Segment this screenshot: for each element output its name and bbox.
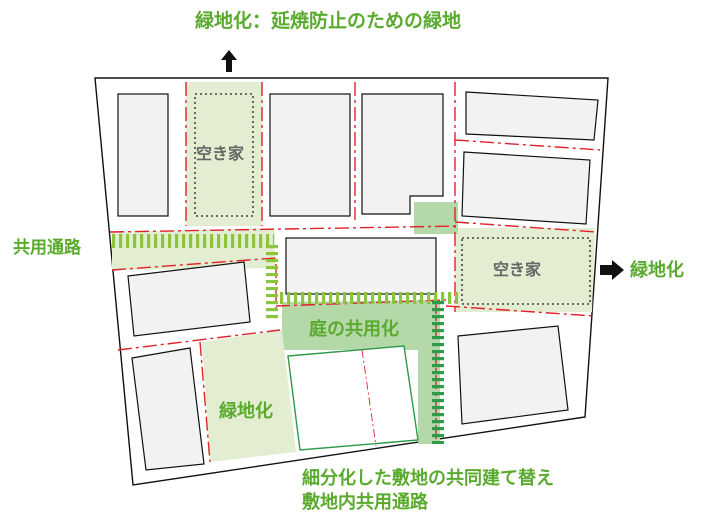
building: [361, 93, 444, 215]
vacant-outlines: [194, 93, 591, 305]
greening-strip-top: [186, 82, 262, 226]
building: [461, 151, 591, 225]
building: [131, 347, 205, 471]
small-green-corner: [414, 202, 458, 234]
rebuild-label-line2: 敷地内共用通路: [302, 492, 428, 513]
building: [117, 93, 169, 217]
hatch-bands: [112, 234, 458, 444]
rebuild-label-line1: 細分化した敷地の共同建て替え: [302, 468, 554, 489]
shared-passage-hatch: [112, 234, 274, 248]
greening-label-right: 緑地化: [630, 260, 684, 281]
arrow-up-icon: [221, 50, 237, 72]
greening-area-lower: [202, 330, 296, 462]
top-title: 緑地化：延焼防止のための緑地: [195, 10, 462, 32]
building: [127, 261, 251, 337]
greening-label-lower: 緑地化: [219, 401, 273, 422]
lot-lines: [109, 82, 601, 463]
vacant-house-outline-right: [461, 237, 591, 305]
arrow-right-icon: [600, 260, 624, 280]
yard-hatch-top: [278, 292, 458, 304]
building: [465, 91, 599, 141]
yard-sharing-area: [282, 300, 440, 350]
vacant-house-label-right: 空き家: [493, 260, 542, 279]
buildings: [117, 91, 599, 471]
rebuild-plot-outline: [287, 345, 419, 451]
plot-division-line: [361, 349, 377, 447]
vacant-house-label-upper: 空き家: [196, 144, 245, 163]
shared-passage-label: 共用通路: [13, 238, 81, 258]
yard-sharing-label: 庭の共用化: [309, 319, 399, 340]
building: [457, 325, 569, 425]
yard-hatch-vertical: [266, 244, 278, 322]
building: [269, 93, 351, 217]
vacant-lot-right: [455, 228, 595, 312]
yard-hatch-right: [432, 300, 444, 444]
building: [285, 237, 437, 295]
